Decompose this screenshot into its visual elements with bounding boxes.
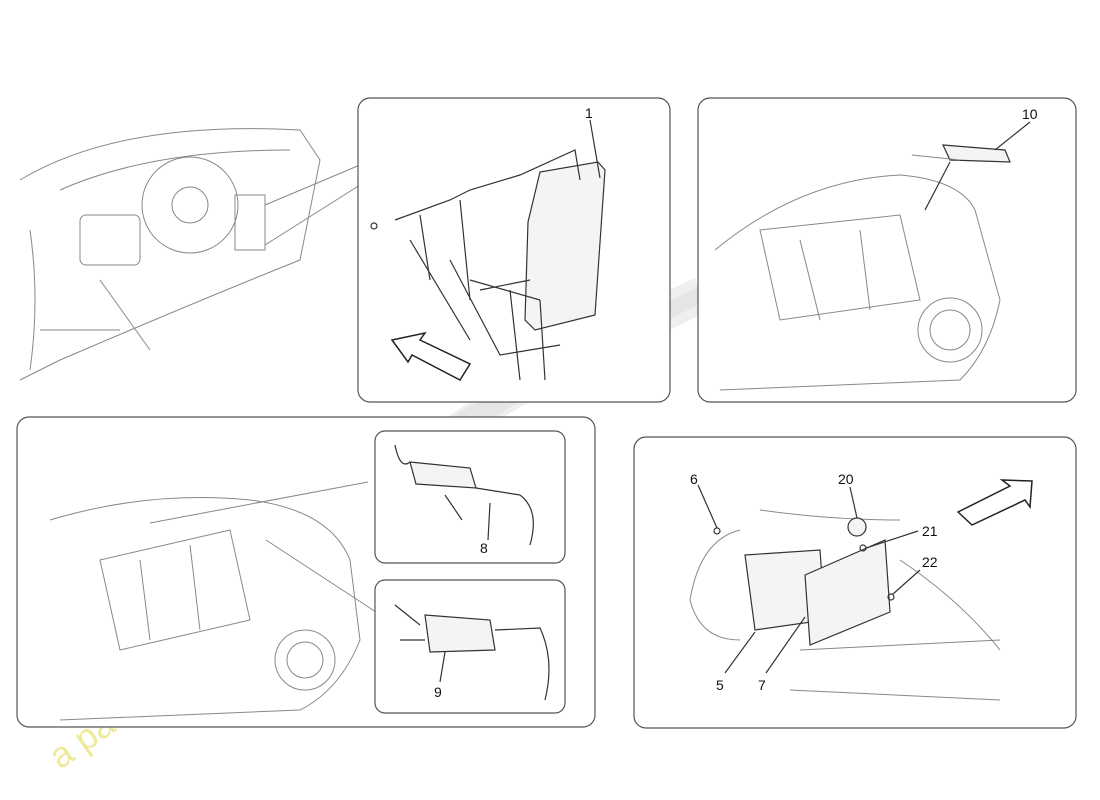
callout-9: 9 (434, 684, 442, 700)
callout-10: 10 (1022, 106, 1038, 122)
callout-21: 21 (922, 523, 938, 539)
callout-22: 22 (922, 554, 938, 570)
callout-8: 8 (480, 540, 488, 556)
direction-arrow-icon (390, 331, 472, 381)
amplifier-9-part (424, 614, 496, 653)
callout-1: 1 (585, 105, 593, 121)
callout-5: 5 (716, 677, 724, 693)
panel-antenna-amplifiers: 8 9 (16, 416, 596, 728)
panel-control-unit: 6 20 21 22 5 7 (633, 436, 1077, 729)
callout-7: 7 (758, 677, 766, 693)
callout-20: 20 (838, 471, 854, 487)
clip-20-part (847, 517, 867, 537)
panel-rear-module: 10 (697, 97, 1077, 403)
display-screen-part (524, 161, 606, 331)
panel-display-unit: 1 (357, 97, 671, 403)
callout-6: 6 (690, 471, 698, 487)
direction-arrow-icon (956, 479, 1033, 526)
bracket-7-part (804, 539, 891, 646)
dashboard-overview-sketch (19, 128, 361, 381)
module-10-part (942, 144, 1011, 163)
